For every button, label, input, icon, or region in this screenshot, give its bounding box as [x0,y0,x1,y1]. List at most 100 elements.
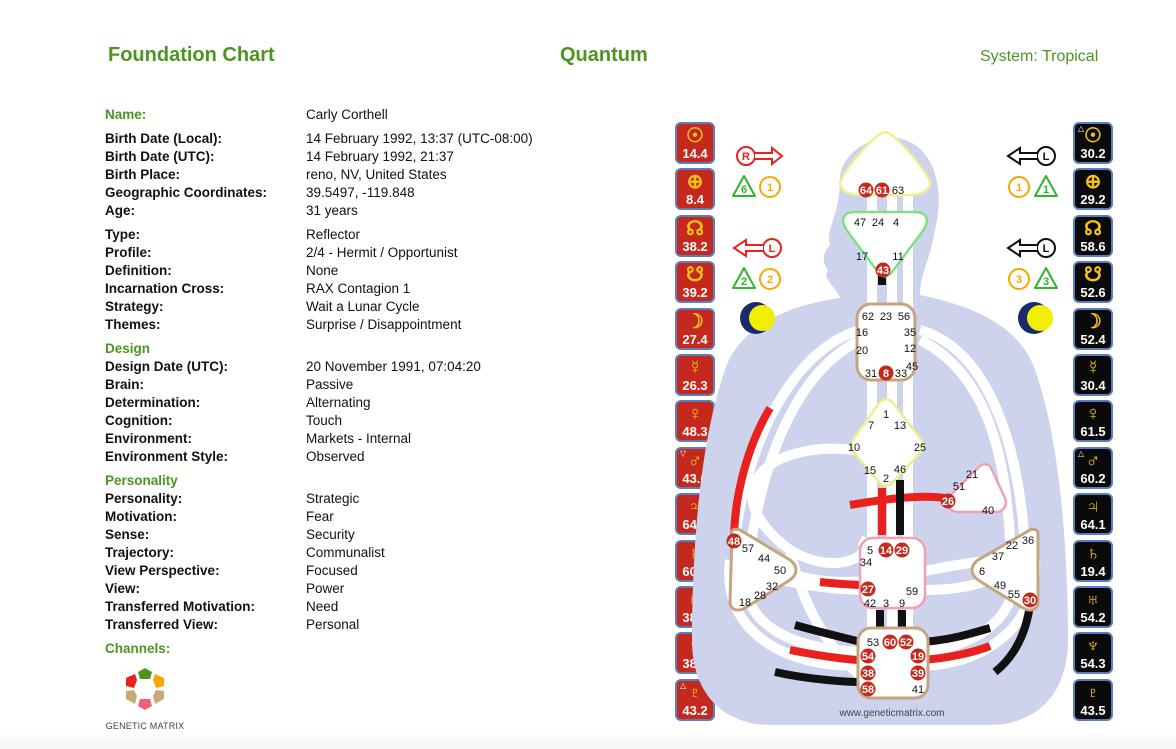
design-planet-sun[interactable]: ☉14.4 [675,122,715,164]
gate-46[interactable]: 46 [894,464,906,476]
design-planet-south-node[interactable]: ☋39.2 [675,261,715,304]
gate-33[interactable]: 33 [895,368,907,380]
earth-icon: ⊕ [686,171,704,194]
gate-number: 30 [1024,595,1036,607]
pers-planet-mercury[interactable]: ☿30.4 [1073,354,1113,396]
pers-planet-jupiter[interactable]: ♃64.1 [1073,493,1113,536]
gate-39[interactable]: 39 [910,665,926,681]
gate-22[interactable]: 22 [1006,540,1018,552]
gate-56[interactable]: 56 [898,311,910,323]
gate-57[interactable]: 57 [742,543,754,555]
design-planet-north-node[interactable]: ☊38.2 [675,214,715,257]
gate-50[interactable]: 50 [774,565,786,577]
pers-planet-saturn[interactable]: ♄19.4 [1073,539,1113,582]
gate-52[interactable]: 52 [898,634,914,650]
info-row: Birth Place:reno, NV, United States [105,166,565,184]
gate-29[interactable]: 29 [894,542,910,558]
gate-5[interactable]: 5 [867,545,873,557]
pers-planet-sun[interactable]: △☉30.2 [1073,122,1113,164]
gate-44[interactable]: 44 [758,553,770,565]
gate-40[interactable]: 40 [982,505,994,517]
arrow-left-icon [1006,238,1037,258]
gate-35[interactable]: 35 [904,327,916,339]
gate-4[interactable]: 4 [893,217,899,229]
gate-62[interactable]: 62 [862,311,874,323]
gate-28[interactable]: 28 [754,590,766,602]
gate-59[interactable]: 59 [906,586,918,598]
gate-64[interactable]: 64 [858,182,874,198]
gate-26[interactable]: 26 [940,493,956,509]
gate-55[interactable]: 55 [1008,589,1020,601]
design-variables: R 6 1 L 2 2 [732,145,784,334]
gate-19[interactable]: 19 [910,648,926,664]
gate-47[interactable]: 47 [854,217,866,229]
pers-planet-mars[interactable]: △♂60.2 [1073,446,1113,489]
gate-9[interactable]: 9 [899,598,905,610]
gate-14[interactable]: 14 [878,542,894,558]
gate-60[interactable]: 60 [882,634,898,650]
gate-number: 35 [904,327,916,339]
info-value: 20 November 1991, 07:04:20 [306,359,481,374]
gate-2[interactable]: 2 [883,473,889,485]
gate-21[interactable]: 21 [966,469,978,481]
arrow-left-icon [732,238,763,258]
gate-15[interactable]: 15 [864,465,876,477]
pers-planet-north-node[interactable]: ☊58.6 [1073,214,1113,257]
pers-planet-venus[interactable]: ♀61.5 [1073,400,1113,443]
gate-8[interactable]: 8 [878,365,894,381]
gate-11[interactable]: 11 [892,251,903,263]
gate-31[interactable]: 31 [865,368,877,380]
pers-planet-uranus[interactable]: ♅54.2 [1073,586,1113,628]
gate-49[interactable]: 49 [994,580,1006,592]
design-planet-earth[interactable]: ⊕8.4 [675,168,715,211]
gate-32[interactable]: 32 [766,581,778,593]
gate-61[interactable]: 61 [874,182,890,198]
gate-54[interactable]: 54 [860,648,876,664]
pers-planet-neptune[interactable]: ♆54.3 [1073,632,1113,675]
gate-30[interactable]: 30 [1022,592,1038,608]
pers-planet-moon[interactable]: ☽52.4 [1073,307,1113,350]
design-planet-mercury[interactable]: ☿26.3 [675,354,715,396]
gate-48[interactable]: 48 [726,533,742,549]
info-row: Themes:Surprise / Disappointment [105,316,565,334]
gate-20[interactable]: 20 [856,345,868,357]
gate-25[interactable]: 25 [914,442,926,454]
gate-16[interactable]: 16 [856,327,868,339]
gate-42[interactable]: 42 [864,598,876,610]
info-row: Sense:Security [105,526,565,544]
gate-23[interactable]: 23 [880,311,892,323]
uranus-icon: ♅ [1085,589,1101,611]
design-planet-moon[interactable]: ☽27.4 [675,307,715,350]
gate-12[interactable]: 12 [904,343,916,355]
gate-number: 38 [862,668,874,680]
gate-number: 13 [894,420,906,432]
gate-number: 34 [860,557,872,569]
gate-51[interactable]: 51 [953,481,965,493]
gate-24[interactable]: 24 [872,217,884,229]
gate-38[interactable]: 38 [860,665,876,681]
gate-45[interactable]: 45 [906,361,918,373]
gate-36[interactable]: 36 [1022,535,1034,547]
gate-13[interactable]: 13 [894,420,906,432]
gate-53[interactable]: 53 [867,637,879,649]
pers-planet-pluto[interactable]: ♇43.5 [1073,678,1113,721]
gate-17[interactable]: 17 [856,251,868,263]
pers-planet-earth[interactable]: ⊕29.2 [1073,168,1113,211]
gate-18[interactable]: 18 [739,597,751,609]
gate-6[interactable]: 6 [979,566,985,578]
gate-41[interactable]: 41 [912,684,924,696]
gate-34[interactable]: 34 [860,557,872,569]
personality-heading: Personality [105,473,178,488]
gate-37[interactable]: 37 [992,551,1004,563]
pers-planet-south-node[interactable]: ☋52.6 [1073,261,1113,304]
gate-43[interactable]: 43 [875,262,891,278]
gate-3[interactable]: 3 [883,598,889,610]
gate-1[interactable]: 1 [883,409,889,421]
variable-letter: L [1043,243,1050,255]
gate-27[interactable]: 27 [860,581,876,597]
gate-58[interactable]: 58 [860,681,876,697]
gate-63[interactable]: 63 [892,185,904,197]
gate-7[interactable]: 7 [868,420,874,432]
info-row: Environment:Markets - Internal [105,430,565,448]
gate-10[interactable]: 10 [848,442,860,454]
